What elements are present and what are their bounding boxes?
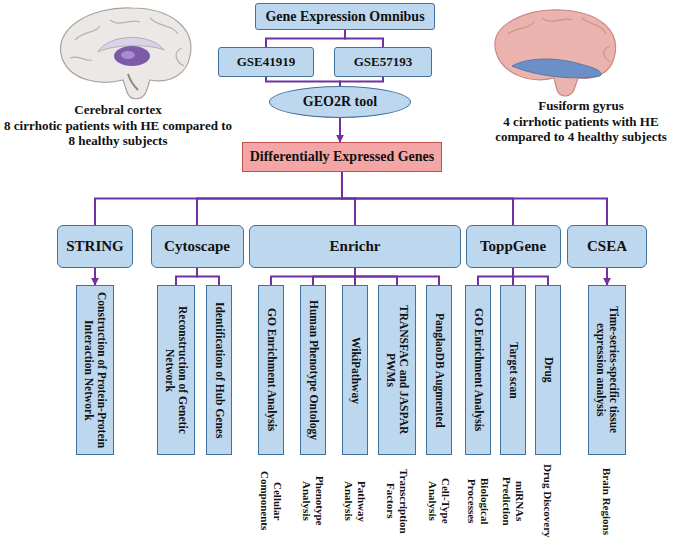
connector: [342, 172, 607, 225]
category-label: Pathway Analysis: [342, 461, 367, 541]
category-label: Cellular Components: [258, 461, 283, 541]
connector: [95, 172, 342, 225]
analysis-text: Human Phenotype Ontology: [306, 290, 319, 450]
analysis-box: WikiPathway: [342, 285, 367, 455]
box-text: Gene Expression Omnibus: [265, 9, 424, 25]
box-text: GEO2R tool: [303, 94, 377, 110]
sample-description: Cerebral cortex8 cirrhotic patients with…: [4, 102, 232, 149]
analysis-box: TRANSFAC and JASPAR PWMs: [378, 285, 416, 455]
analysis-box: Construction of Protein-Protein Interact…: [76, 285, 114, 455]
connector: [606, 268, 608, 285]
box-text: Differentially Expressed Genes: [250, 149, 435, 165]
connector: [313, 268, 355, 285]
analysis-text: GO Enrichment Analysis: [471, 290, 484, 450]
box-text: STRING: [66, 238, 124, 255]
analysis-text: PanglaoDB Augmented: [432, 290, 445, 450]
box-text: Cytoscape: [164, 238, 230, 255]
result-box: Differentially Expressed Genes: [242, 142, 443, 172]
category-label: Cell-Type Analysis: [426, 461, 451, 541]
analysis-box: GO Enrichment Analysis: [465, 285, 490, 455]
analysis-box: Human Phenotype Ontology: [300, 285, 325, 455]
analysis-text: TRANSFAC and JASPAR PWMs: [384, 290, 410, 450]
connector: [176, 268, 197, 285]
sample-label: 4 cirrhotic patients with HE compared to…: [478, 114, 684, 145]
connector: [513, 268, 548, 285]
analysis-box: Drug: [535, 285, 560, 455]
tool-box: Cytoscape: [151, 225, 244, 268]
analysis-text: Identification of Hub Genes: [212, 290, 225, 450]
category-label: miRNAs Prediction: [500, 461, 525, 541]
tool-box: Enrichr: [249, 225, 461, 268]
sample-label: 8 cirrhotic patients with HE compared to…: [4, 118, 232, 149]
analysis-box: GO Enrichment Analysis: [258, 285, 283, 455]
box-text: Enrichr: [330, 238, 381, 255]
tool-box: CSEA: [567, 225, 647, 268]
tool-ellipse: GEO2R tool: [269, 86, 411, 118]
fusiform-gyrus-brain: [495, 10, 616, 96]
database-box: Gene Expression Omnibus: [255, 3, 435, 30]
sample-label: Fusiform gyrus: [538, 98, 624, 114]
connector: [266, 30, 345, 47]
sample-label: Cerebral cortex: [74, 102, 161, 118]
analysis-box: Identification of Hub Genes: [206, 285, 231, 455]
analysis-text: GO Enrichment Analysis: [264, 290, 277, 450]
tool-box: ToppGene: [466, 225, 561, 268]
sample-description: Fusiform gyrus4 cirrhotic patients with …: [478, 98, 684, 145]
connector: [94, 268, 96, 285]
connector: [339, 118, 341, 142]
category-label: Biological Processes: [465, 461, 490, 541]
connector: [266, 77, 340, 86]
box-text: GSE41919: [237, 54, 296, 70]
connector: [345, 30, 383, 47]
dataset-box: GSE57193: [334, 47, 432, 77]
dataset-box: GSE41919: [218, 47, 314, 77]
analysis-text: WikiPathway: [348, 290, 361, 450]
cerebral-cortex-brain: [60, 8, 190, 99]
category-label: Drug Discovery: [542, 461, 555, 541]
analysis-box: Target scan: [500, 285, 525, 455]
category-label: Phenotype Analysis: [300, 461, 325, 541]
analysis-text: Time-series-specific tissue expression a…: [594, 290, 620, 450]
connector: [197, 172, 342, 225]
connector: [478, 268, 513, 285]
category-label: Transcription Factors: [384, 461, 409, 541]
connector: [355, 268, 439, 285]
connector: [340, 77, 383, 86]
connector: [271, 268, 355, 285]
analysis-text: Drug: [541, 290, 554, 450]
box-text: ToppGene: [480, 238, 546, 255]
box-text: GSE57193: [354, 54, 413, 70]
analysis-text: Reconstruction of Genetic Network: [163, 290, 189, 450]
analysis-text: Target scan: [506, 290, 519, 450]
analysis-box: Reconstruction of Genetic Network: [157, 285, 195, 455]
tool-box: STRING: [57, 225, 133, 268]
analysis-text: Construction of Protein-Protein Interact…: [82, 290, 108, 450]
analysis-box: PanglaoDB Augmented: [426, 285, 451, 455]
box-text: CSEA: [587, 238, 627, 255]
category-label: Brain Regions: [601, 461, 614, 541]
connector: [197, 268, 219, 285]
analysis-box: Time-series-specific tissue expression a…: [588, 285, 626, 455]
